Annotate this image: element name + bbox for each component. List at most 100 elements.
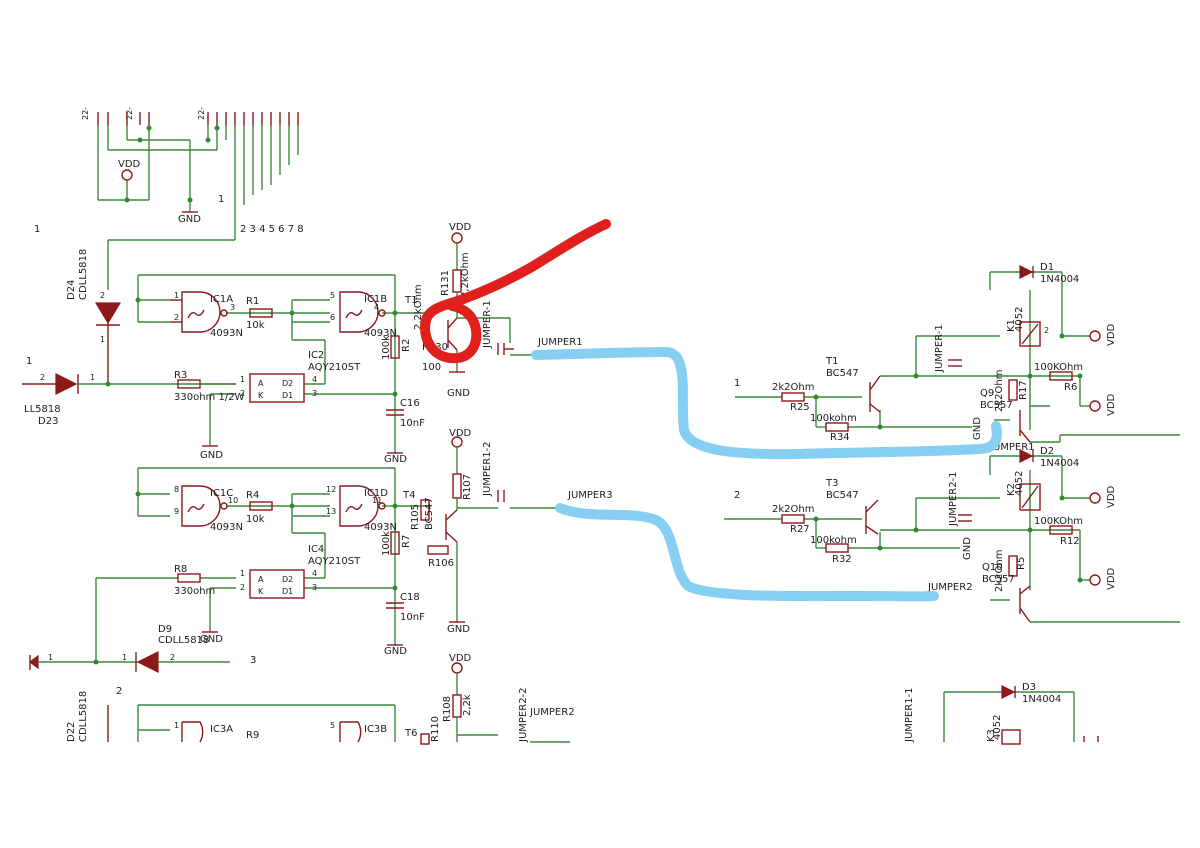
svg-text:2: 2 xyxy=(174,313,179,322)
blue-annotation-jumper3 xyxy=(555,503,939,602)
s2-gnd-t4: GND xyxy=(447,624,470,635)
vdd-symbol xyxy=(121,169,133,181)
conn-c-label: 22- xyxy=(197,107,206,120)
d24-ref: D24 xyxy=(66,280,77,300)
ic2-pin-a: A xyxy=(258,379,264,388)
s1-jumper-ref: JUMPER-1 xyxy=(482,300,493,349)
svg-text:12: 12 xyxy=(326,485,336,494)
s2-jumper-net: JUMPER3 xyxy=(567,490,613,501)
r9-label: R9 xyxy=(246,730,259,741)
rb1-vdd-a: VDD xyxy=(1106,323,1117,346)
t4-val: BC547 xyxy=(424,497,435,530)
r7-label: R7 xyxy=(401,535,412,548)
ic4-pin-d1: D1 xyxy=(282,587,293,596)
c18-label: C18 xyxy=(400,592,420,603)
svg-text:1: 1 xyxy=(240,375,245,384)
t6-ref: T6 xyxy=(404,728,417,739)
s1-vdd: VDD xyxy=(449,222,472,233)
rb2-jumper: JUMPER2-1 xyxy=(948,471,959,527)
ic4-pin-a: A xyxy=(258,575,264,584)
t1-ref: T1 xyxy=(404,295,417,306)
red-annotation-arrow xyxy=(420,219,611,364)
d9-val: CDLL5818 xyxy=(158,635,209,646)
s2-jumper-ref: JUMPER1-2 xyxy=(482,441,493,497)
rb2-r12: R12 xyxy=(1060,536,1080,547)
r107-label: R107 xyxy=(462,474,473,500)
rb3-k3-val: 4052 xyxy=(992,715,1003,740)
svg-text:10: 10 xyxy=(228,496,238,505)
r3-label: R3 xyxy=(174,370,187,381)
rb1-r6: R6 xyxy=(1064,382,1077,393)
d24-val: CDLL5818 xyxy=(78,249,89,300)
ic1a-val: 4093N xyxy=(210,328,243,339)
c16-val: 10nF xyxy=(400,418,425,429)
rb2-q10-val: BC557 xyxy=(982,574,1015,585)
ic2-pin-k: K xyxy=(258,391,264,400)
r3-val: 330ohm 1/2W xyxy=(174,392,245,403)
rb2-r27: R27 xyxy=(790,524,810,535)
s1-gnd-t1: GND xyxy=(447,388,470,399)
rb2-d2-val: 1N4004 xyxy=(1040,458,1079,469)
pin1-label: 1 xyxy=(218,194,224,205)
svg-text:1: 1 xyxy=(174,291,179,300)
d23-ref: D23 xyxy=(38,416,58,427)
svg-text:1: 1 xyxy=(26,356,32,367)
conn-a-label: 22- xyxy=(81,107,90,120)
d23-val: LL5818 xyxy=(24,404,61,415)
ic1c-val: 4093N xyxy=(210,522,243,533)
right-block-2: D2 1N4004 K2 4052 VDD VDD T3 BC547 JUMPE… xyxy=(724,446,1180,623)
svg-text:2: 2 xyxy=(1044,326,1049,335)
rb2-r27-val: 2k2Ohm xyxy=(772,504,814,515)
ic4-pin-k: K xyxy=(258,587,264,596)
s3-jumper-ref: JUMPER2-2 xyxy=(518,687,529,743)
r131-label: R131 xyxy=(440,270,451,296)
rb3-k3: K3 xyxy=(986,729,997,742)
ic1b-label: IC1B xyxy=(364,294,387,305)
ic1a-label: IC1A xyxy=(210,294,233,305)
ic4-label: IC4 xyxy=(308,544,324,555)
svg-text:3: 3 xyxy=(250,655,256,666)
rb2-r32-val: 100kohm xyxy=(810,535,857,546)
rb1-row: 1 xyxy=(734,378,740,389)
svg-text:2: 2 xyxy=(100,291,105,300)
svg-text:2: 2 xyxy=(240,389,245,398)
rb2-t3: T3 xyxy=(825,478,838,489)
rb2-q10: Q10 xyxy=(982,562,1003,573)
ic1b-val: 4093N xyxy=(364,328,397,339)
s2-vdd: VDD xyxy=(449,428,472,439)
svg-text:5: 5 xyxy=(330,721,335,730)
pins-label: 2 3 4 5 6 7 8 xyxy=(240,224,304,235)
svg-text:2: 2 xyxy=(170,653,175,662)
svg-text:5: 5 xyxy=(330,291,335,300)
rb2-gnd: GND xyxy=(962,537,973,560)
r4-val: 10k xyxy=(246,514,265,525)
d22-ref: D22 xyxy=(66,722,77,742)
r4-label: R4 xyxy=(246,490,259,501)
s2-gnd-left: GND xyxy=(200,634,223,645)
rb1-r17: R17 xyxy=(1018,380,1029,400)
rb1-t1-val: BC547 xyxy=(826,368,859,379)
rb1-r25-val: 2k2Ohm xyxy=(772,382,814,393)
r1-label: R1 xyxy=(246,296,259,307)
rb2-net: JUMPER2 xyxy=(927,582,973,593)
rb2-row: 2 xyxy=(734,490,740,501)
rb1-r17-val: 2k2Ohm xyxy=(994,370,1005,412)
vdd-top-label: VDD xyxy=(118,159,141,170)
rb1-r6-val: 100KOhm xyxy=(1034,362,1083,373)
svg-text:2: 2 xyxy=(116,686,122,697)
right-block-1: D1 1N4004 K1 4052 2 VDD VDD T1 BC547 JUM… xyxy=(734,262,1180,453)
r131-val: 2,2kOhm xyxy=(460,252,471,298)
conn-b-label: 22- xyxy=(125,107,134,120)
left1-label: 1 xyxy=(34,224,40,235)
svg-text:3: 3 xyxy=(312,389,317,398)
rb2-k2: K2 xyxy=(1006,483,1017,496)
rb2-r5-val: 2k2Ohm xyxy=(994,550,1005,592)
r130-val2: 100 xyxy=(422,362,441,373)
d9-ref: D9 xyxy=(158,624,172,635)
ic3a-label: IC3A xyxy=(210,724,233,735)
rb2-vdd-a: VDD xyxy=(1106,485,1117,508)
r106-label: R106 xyxy=(428,558,454,569)
svg-text:3: 3 xyxy=(312,583,317,592)
ic1d-val: 4093N xyxy=(364,522,397,533)
